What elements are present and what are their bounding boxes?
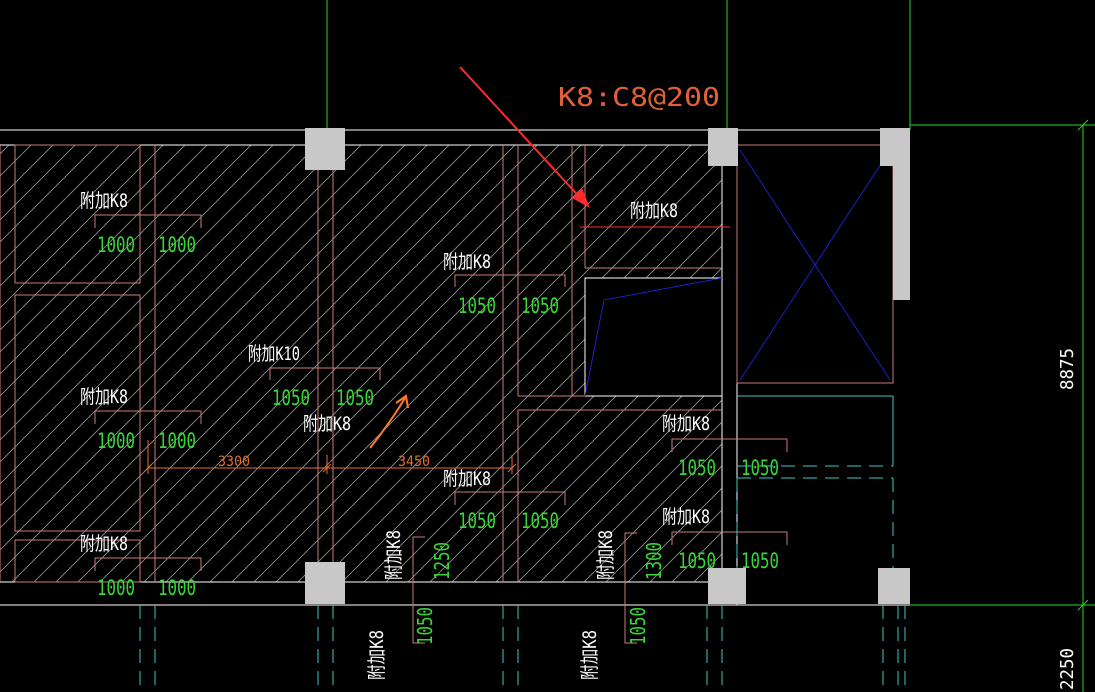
rebar-length: 1050 [521, 294, 559, 318]
columns [305, 128, 910, 604]
rebar-label: 附加K8 [80, 386, 128, 408]
rebar-length: 1050 [678, 549, 716, 573]
rebar-label: 附加K8 [383, 530, 405, 580]
orange-arrow [369, 394, 409, 449]
column [305, 562, 345, 604]
rebar-length: 1000 [158, 233, 196, 257]
span-dimension-value: 3450 [398, 454, 430, 470]
span-dimension [143, 440, 517, 474]
rebar-label: 附加K8 [303, 413, 351, 435]
rebar-length: 1000 [97, 233, 135, 257]
rebar-label: 附加K8 [366, 630, 388, 680]
wall-lines [0, 144, 894, 583]
rebar-label: 附加K8 [662, 413, 710, 435]
grid-dimension: 2250 [1057, 648, 1078, 690]
span-dimension-value: 3300 [218, 454, 250, 470]
rebar-length: 1050 [741, 549, 779, 573]
rebar-length: 1300 [642, 542, 666, 580]
rebar-length: 1250 [430, 542, 454, 580]
rebar-length: 1050 [272, 386, 310, 410]
rebar-length: 1000 [97, 576, 135, 600]
rebar-brackets [94, 214, 788, 644]
grid-dimension: 8875 [1057, 348, 1078, 390]
rebar-label: 附加K8 [80, 190, 128, 212]
column [893, 165, 910, 300]
rebar-label: 附加K8 [80, 533, 128, 555]
rebar-length: 1000 [158, 429, 196, 453]
column [305, 128, 345, 170]
rebar-label: 附加K8 [579, 630, 601, 680]
rebar-label: 附加K8 [443, 468, 491, 490]
rebar-label: 附加K8 [630, 200, 678, 222]
rebar-length: 1050 [413, 607, 437, 645]
rebar-length: 1050 [521, 509, 559, 533]
rebar-length: 1050 [458, 294, 496, 318]
rebar-spec-annotation: K8:C8@200 [558, 83, 720, 113]
rebar-length: 1050 [626, 607, 650, 645]
cyan-dashes [139, 395, 906, 692]
slab-hatch [0, 145, 722, 582]
rebar-label: 附加K10 [248, 343, 300, 365]
rebar-length: 1000 [158, 576, 196, 600]
column [878, 568, 910, 604]
rebar-length: 1050 [741, 456, 779, 480]
blue-lines [584, 149, 891, 397]
rebar-length: 1050 [458, 509, 496, 533]
column [708, 568, 746, 604]
column [708, 128, 738, 166]
rebar-length: 1050 [678, 456, 716, 480]
rebar-label: 附加K8 [443, 251, 491, 273]
grid-lines [326, 0, 1095, 692]
rebar-label: 附加K8 [662, 506, 710, 528]
column [880, 128, 910, 166]
leader-arrow [459, 66, 590, 208]
rebar-label: 附加K8 [595, 530, 617, 580]
rebar-length: 1000 [97, 429, 135, 453]
rebar-length: 1050 [336, 386, 374, 410]
